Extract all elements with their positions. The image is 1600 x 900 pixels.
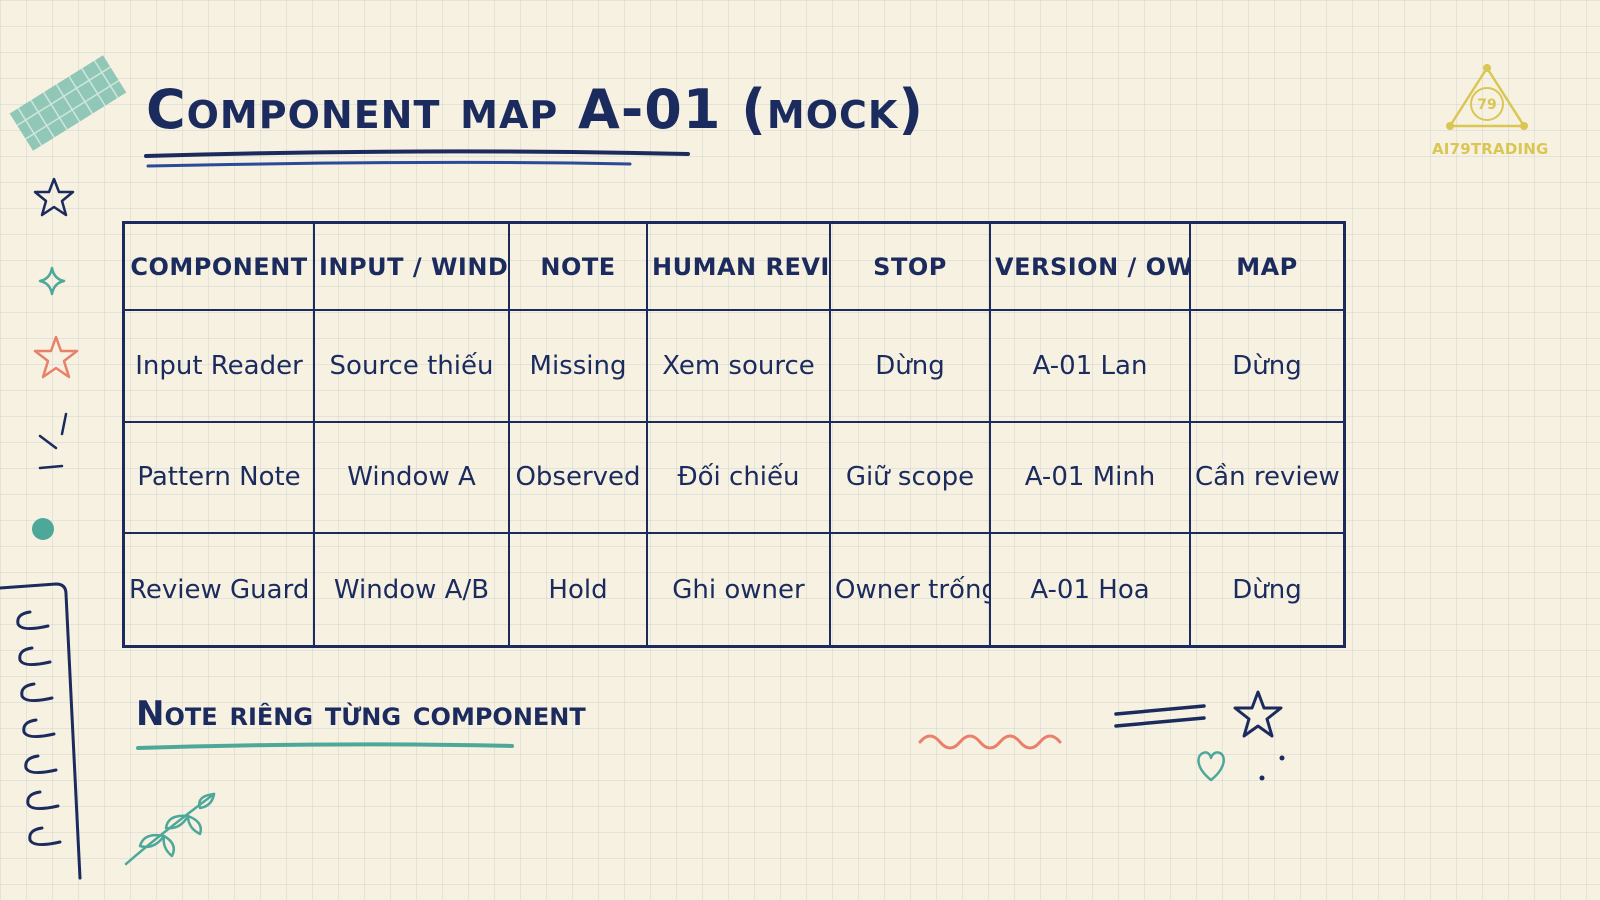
star-coral-icon xyxy=(33,335,79,379)
cell-input-window: Source thiếu xyxy=(313,309,510,423)
dots-decoration xyxy=(1259,755,1285,781)
table-header-row: COMPONENT INPUT / WINDOW NOTE HUMAN REVI… xyxy=(122,221,1346,311)
cell-note: Observed xyxy=(508,420,648,535)
washi-tape-decoration xyxy=(9,55,127,151)
header-human-review: HUMAN REVIEW xyxy=(646,221,831,311)
header-stop: STOP xyxy=(829,221,991,311)
cell-map: Cần review xyxy=(1189,420,1346,535)
cell-version-owner: A-01 Hoa xyxy=(989,532,1191,648)
footer-note: Note riêng từng component xyxy=(136,694,586,734)
header-version-owner: VERSION / OWNER xyxy=(989,221,1191,311)
header-component: COMPONENT xyxy=(122,221,315,311)
logo-emblem-icon: 79 xyxy=(1446,64,1528,130)
cell-stop: Giữ scope xyxy=(829,420,991,535)
double-line-decoration xyxy=(1114,704,1206,728)
logo-text: AI79TRADING xyxy=(1432,140,1549,158)
cell-map: Dừng xyxy=(1189,309,1346,423)
spiral-notebook-decoration xyxy=(0,582,82,880)
component-map-table: COMPONENT INPUT / WINDOW NOTE HUMAN REVI… xyxy=(122,221,1346,648)
sparkle-lines-icon xyxy=(38,412,68,470)
cell-human-review: Đối chiếu xyxy=(646,420,831,535)
cell-stop: Dừng xyxy=(829,309,991,423)
cell-version-owner: A-01 Lan xyxy=(989,309,1191,423)
cell-note: Missing xyxy=(508,309,648,423)
cell-map: Dừng xyxy=(1189,532,1346,648)
cell-human-review: Ghi owner xyxy=(646,532,831,648)
title-underline xyxy=(144,149,690,168)
cell-stop: Owner trống xyxy=(829,532,991,648)
brand-logo: 79 AI79TRADING xyxy=(1432,60,1549,160)
sparkle-icon xyxy=(38,266,66,296)
logo-number: 79 xyxy=(1477,97,1496,113)
cell-component: Pattern Note xyxy=(122,420,315,535)
footer-underline xyxy=(136,742,514,750)
cell-human-review: Xem source xyxy=(646,309,831,423)
heart-icon xyxy=(1197,751,1225,782)
teal-dot-icon xyxy=(32,518,54,540)
cell-input-window: Window A/B xyxy=(313,532,510,648)
page-title: Component map A-01 (mock) xyxy=(146,78,925,141)
cell-component: Review Guard xyxy=(122,532,315,648)
cell-version-owner: A-01 Minh xyxy=(989,420,1191,535)
table-row: Review Guard Window A/B Hold Ghi owner O… xyxy=(122,532,1346,648)
header-input-window: INPUT / WINDOW xyxy=(313,221,510,311)
cell-component: Input Reader xyxy=(122,309,315,423)
leaf-sprig-icon xyxy=(124,792,216,866)
star-outline-icon xyxy=(1233,690,1283,738)
star-outline-icon xyxy=(33,177,75,217)
table-row: Input Reader Source thiếu Missing Xem so… xyxy=(122,309,1346,423)
cell-note: Hold xyxy=(508,532,648,648)
wavy-line-decoration xyxy=(918,734,1062,750)
table-row: Pattern Note Window A Observed Đối chiếu… xyxy=(122,420,1346,535)
header-map: MAP xyxy=(1189,221,1346,311)
cell-input-window: Window A xyxy=(313,420,510,535)
header-note: NOTE xyxy=(508,221,648,311)
